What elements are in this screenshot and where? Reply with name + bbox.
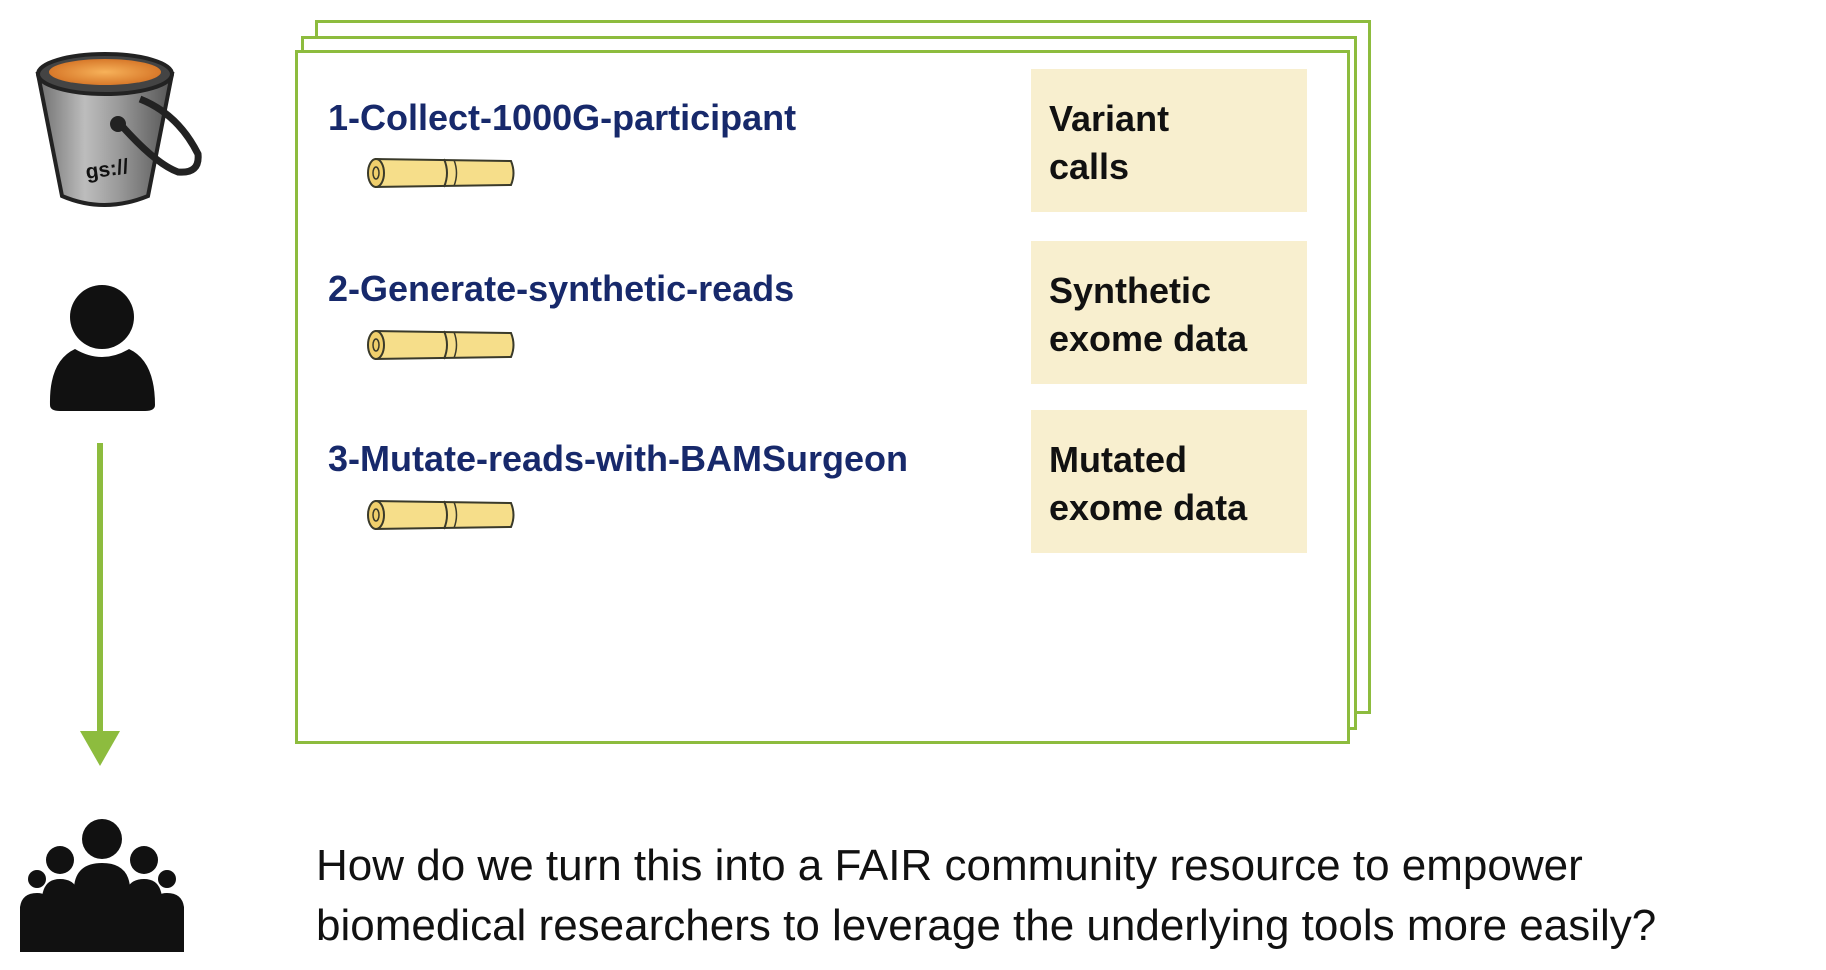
community-group-icon xyxy=(20,819,184,952)
down-arrow-icon xyxy=(80,443,120,766)
step-3-title: 3-Mutate-reads-with-BAMSurgeon xyxy=(328,438,909,479)
output-2-line2: exome data xyxy=(1049,318,1248,359)
output-box-3: Mutated exome data xyxy=(1031,410,1307,553)
user-icon xyxy=(49,285,155,411)
scroll-icon xyxy=(367,329,515,361)
step-1-title: 1-Collect-1000G-participant xyxy=(328,97,797,138)
question-text: How do we turn this into a FAIR communit… xyxy=(316,836,1656,956)
storage-bucket-icon: gs:// xyxy=(35,52,202,207)
output-box-1: Variant calls xyxy=(1031,69,1307,212)
workflow-frame: 1-Collect-1000G-participant Variant call… xyxy=(295,50,1350,744)
output-3-line1: Mutated xyxy=(1049,439,1187,480)
output-1-line2: calls xyxy=(1049,146,1130,187)
step-2-title: 2-Generate-synthetic-reads xyxy=(328,268,795,309)
output-1-line1: Variant xyxy=(1049,98,1170,139)
scroll-icon xyxy=(367,157,515,189)
output-2-line1: Synthetic xyxy=(1049,270,1212,311)
question-line-2: biomedical researchers to leverage the u… xyxy=(316,901,1657,950)
question-line-1: How do we turn this into a FAIR communit… xyxy=(316,841,1583,890)
scroll-icon xyxy=(367,499,515,531)
output-box-2: Synthetic exome data xyxy=(1031,241,1307,384)
output-3-line2: exome data xyxy=(1049,487,1248,528)
